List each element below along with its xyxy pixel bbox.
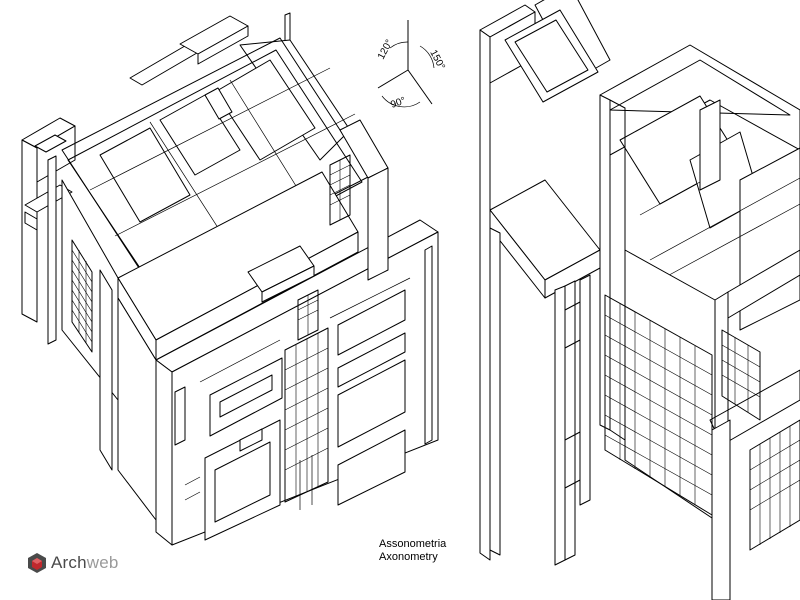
detail-main-wall: [599, 94, 800, 600]
angle-label-90: 90°: [389, 95, 407, 111]
roof-level: [61, 12, 371, 293]
left-frame: [21, 117, 76, 345]
caption-english: Axonometry: [379, 551, 438, 563]
right-side-frame: [329, 119, 389, 281]
hexagon-cube-icon: [28, 553, 46, 573]
angle-label-120: 120°: [376, 38, 395, 61]
axonometric-angle-diagram: 120° 150° 90°: [376, 20, 447, 111]
detail-axonometry: [479, 0, 800, 600]
brand-name: Archweb: [51, 553, 119, 572]
detail-glass-block-right: [721, 329, 800, 551]
glass-block-front: [284, 289, 329, 503]
angle-label-150: 150°: [427, 48, 446, 71]
detail-left-column: [479, 0, 611, 566]
drawing-caption: Assonometria Axonometry: [379, 538, 446, 564]
left-elevation: [61, 179, 157, 521]
detail-glass-block: [604, 294, 713, 516]
central-volume: [117, 171, 359, 361]
building-axonometry: [21, 12, 439, 546]
archweb-logo[interactable]: Archweb: [27, 552, 119, 574]
glass-block-left: [71, 239, 93, 353]
caption-italian: Assonometria: [379, 538, 447, 550]
